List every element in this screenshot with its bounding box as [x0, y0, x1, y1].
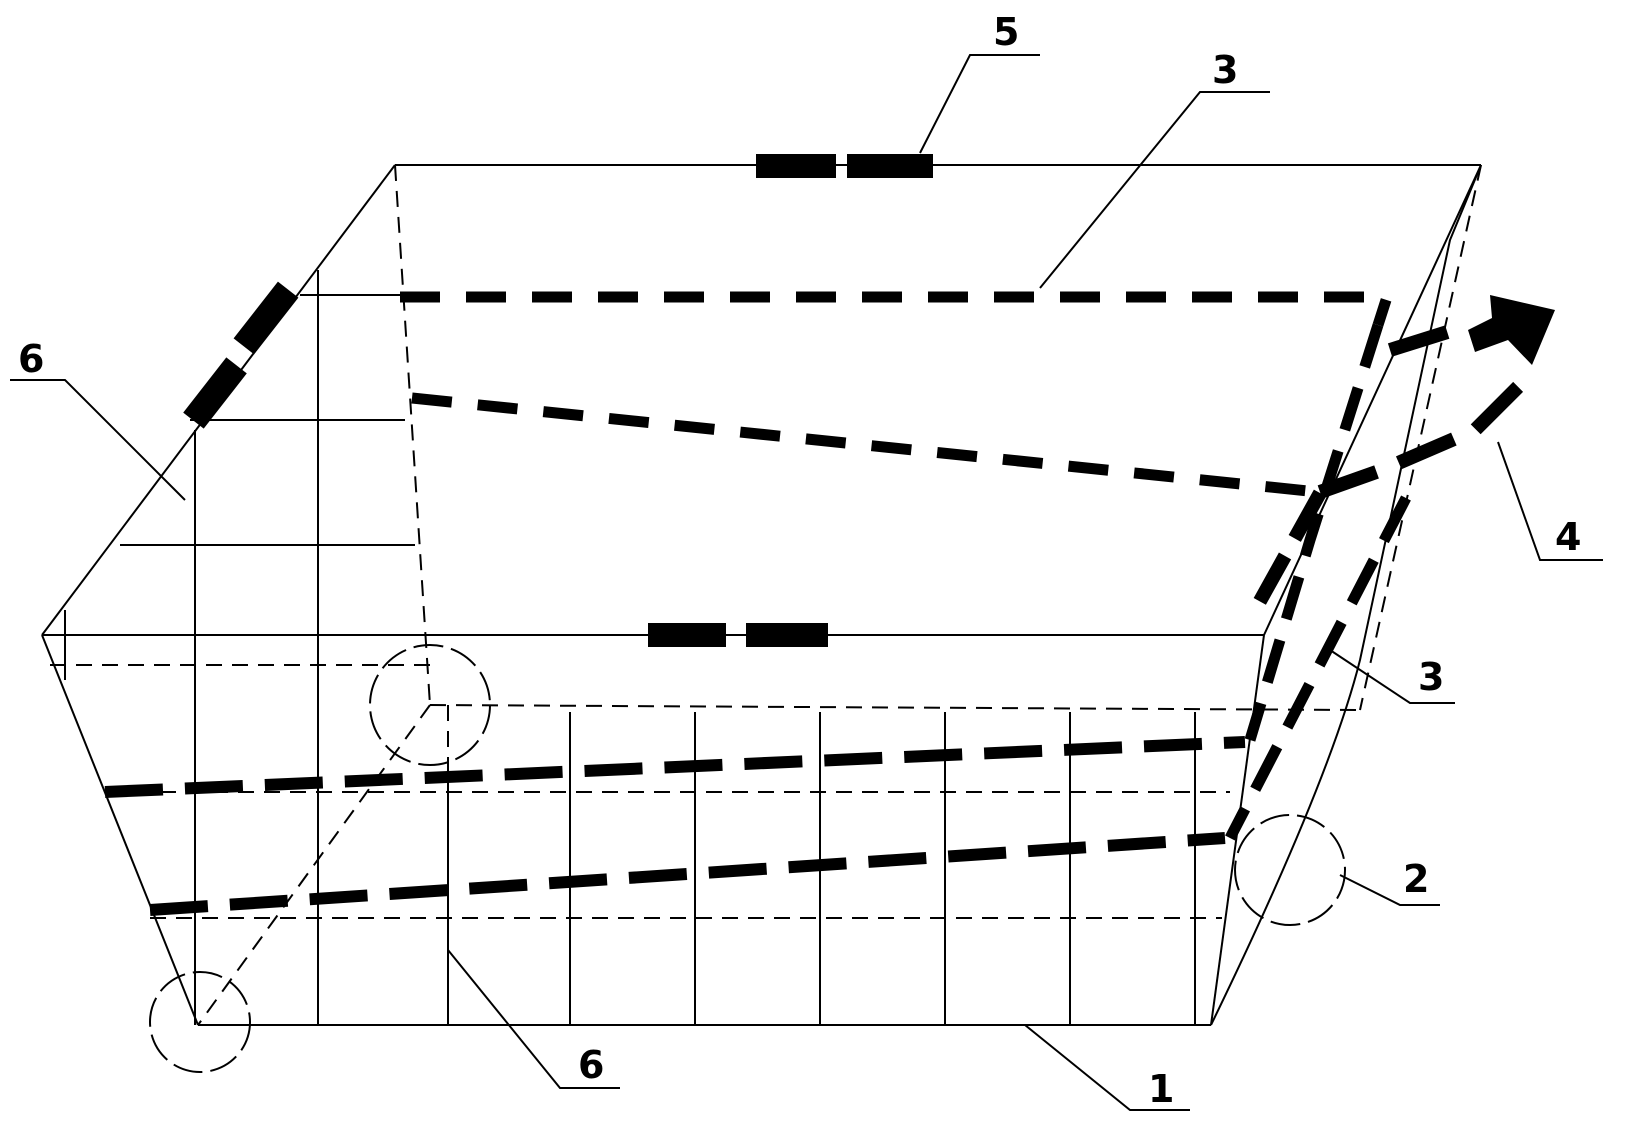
label-6b: 6 [578, 1043, 604, 1087]
left-face-grid-dashed [50, 430, 430, 1025]
leader-lines [10, 54, 1603, 1111]
left-face-grid [64, 270, 415, 1025]
arrow-head-icon [1468, 295, 1555, 365]
pipe-top-horizontal [400, 291, 1395, 327]
label-5: 5 [993, 10, 1019, 54]
pipe-top-sloped [411, 392, 1319, 498]
corner-circles [149, 644, 1346, 1073]
label-3b: 3 [1418, 655, 1444, 699]
pipe-front-lower [149, 832, 1226, 916]
label-2: 2 [1403, 857, 1429, 901]
label-4: 4 [1555, 515, 1581, 559]
hidden-edges [197, 164, 1482, 1026]
exhaust-arrow [1317, 318, 1525, 499]
pipe-right-riser-2 [1225, 495, 1411, 841]
pipe-right-riser-1 [1244, 323, 1384, 742]
label-1: 1 [1148, 1067, 1174, 1111]
label-6a: 6 [18, 337, 44, 381]
sensor-blocks [183, 154, 933, 647]
front-face-grid-dashed [108, 705, 1230, 1025]
pipe-right-riser-3 [1248, 489, 1327, 614]
pipe-front-upper [104, 736, 1246, 798]
label-3a: 3 [1212, 48, 1238, 92]
